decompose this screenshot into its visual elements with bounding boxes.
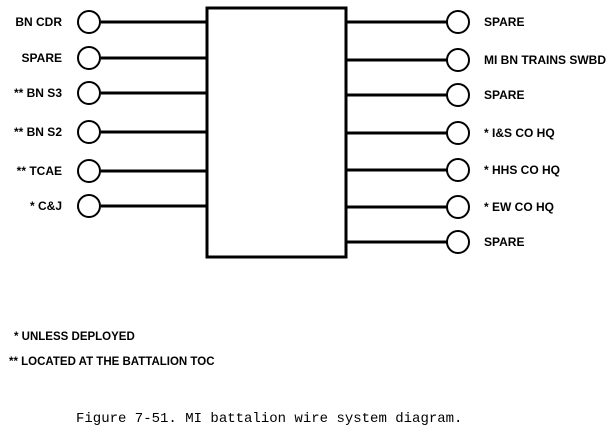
left-terminal: SPARE bbox=[22, 46, 207, 70]
terminal-label: * C&J bbox=[30, 199, 62, 213]
terminal-label: SPARE bbox=[484, 235, 524, 249]
figure-caption: Figure 7-51. MI battalion wire system di… bbox=[76, 411, 462, 427]
terminal-circle bbox=[77, 120, 101, 144]
terminal-circle bbox=[446, 83, 470, 107]
terminal-circle bbox=[446, 158, 470, 182]
terminal-circle bbox=[77, 159, 101, 183]
right-terminal: SPARE bbox=[346, 230, 524, 254]
switchboard-box bbox=[205, 6, 348, 259]
right-terminal: * EW CO HQ bbox=[346, 195, 554, 219]
left-terminals: BN CDR SPARE ** BN S3 ** BN S2 ** TCAE bbox=[14, 10, 207, 218]
right-terminal: SPARE bbox=[346, 10, 524, 34]
left-terminal: ** BN S2 bbox=[14, 120, 207, 144]
right-terminals: SPARE MI BN TRAINS SWBD SPARE * I&S CO H… bbox=[346, 10, 606, 254]
left-terminal: BN CDR bbox=[15, 10, 207, 34]
terminal-circle bbox=[446, 230, 470, 254]
terminal-circle bbox=[446, 121, 470, 145]
right-terminal: SPARE bbox=[346, 83, 524, 107]
terminal-circle bbox=[77, 10, 101, 34]
terminal-label: SPARE bbox=[484, 88, 524, 102]
terminal-label: * HHS CO HQ bbox=[484, 163, 560, 177]
terminal-label: * I&S CO HQ bbox=[484, 126, 555, 140]
terminal-circle bbox=[446, 48, 470, 72]
footnote-located-at-toc: ** LOCATED AT THE BATTALION TOC bbox=[9, 356, 215, 368]
terminal-label: ** TCAE bbox=[17, 164, 62, 178]
right-terminal: MI BN TRAINS SWBD bbox=[346, 48, 606, 72]
terminal-circle bbox=[77, 81, 101, 105]
terminal-label: ** BN S3 bbox=[14, 86, 62, 100]
right-terminal: * I&S CO HQ bbox=[346, 121, 555, 145]
terminal-label: SPARE bbox=[484, 15, 524, 29]
terminal-label: BN CDR bbox=[15, 15, 62, 29]
terminal-label: MI BN TRAINS SWBD bbox=[484, 53, 606, 67]
footnote-unless-deployed: * UNLESS DEPLOYED bbox=[14, 331, 135, 343]
right-terminal: * HHS CO HQ bbox=[346, 158, 560, 182]
terminal-label: SPARE bbox=[22, 51, 62, 65]
left-terminal: * C&J bbox=[30, 194, 207, 218]
terminal-label: ** BN S2 bbox=[14, 125, 62, 139]
terminal-label: * EW CO HQ bbox=[484, 200, 554, 214]
terminal-circle bbox=[77, 46, 101, 70]
terminal-circle bbox=[446, 195, 470, 219]
left-terminal: ** BN S3 bbox=[14, 81, 207, 105]
terminal-circle bbox=[77, 194, 101, 218]
left-terminal: ** TCAE bbox=[17, 159, 207, 183]
terminal-circle bbox=[446, 10, 470, 34]
